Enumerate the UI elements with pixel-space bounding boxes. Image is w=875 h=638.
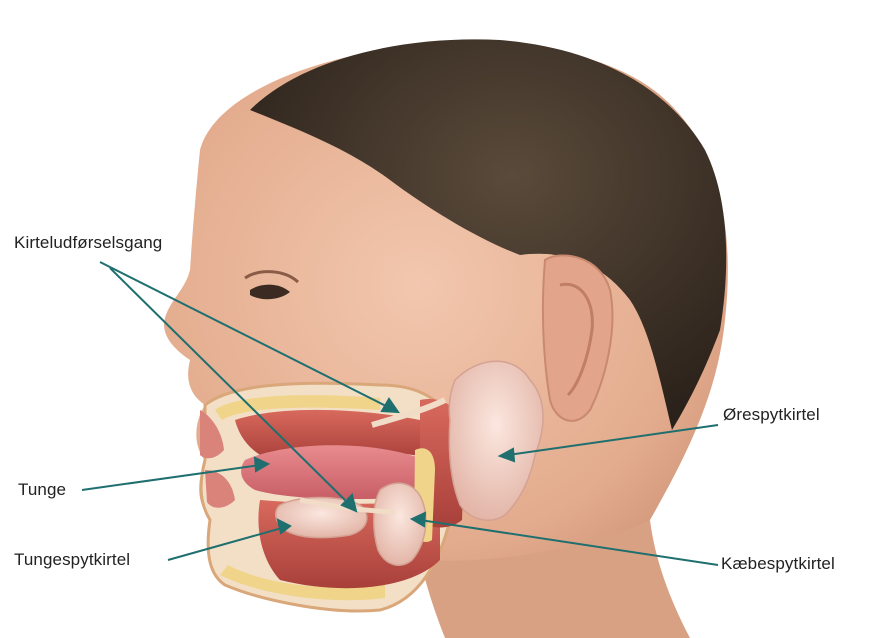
label-tongue: Tunge bbox=[18, 480, 66, 500]
submandibular-gland bbox=[374, 483, 426, 565]
label-parotid: Ørespytkirtel bbox=[723, 405, 820, 425]
label-sublingual: Tungespytkirtel bbox=[14, 550, 130, 570]
label-duct: Kirteludførselsgang bbox=[14, 233, 162, 253]
label-submandibular: Kæbespytkirtel bbox=[721, 554, 835, 574]
